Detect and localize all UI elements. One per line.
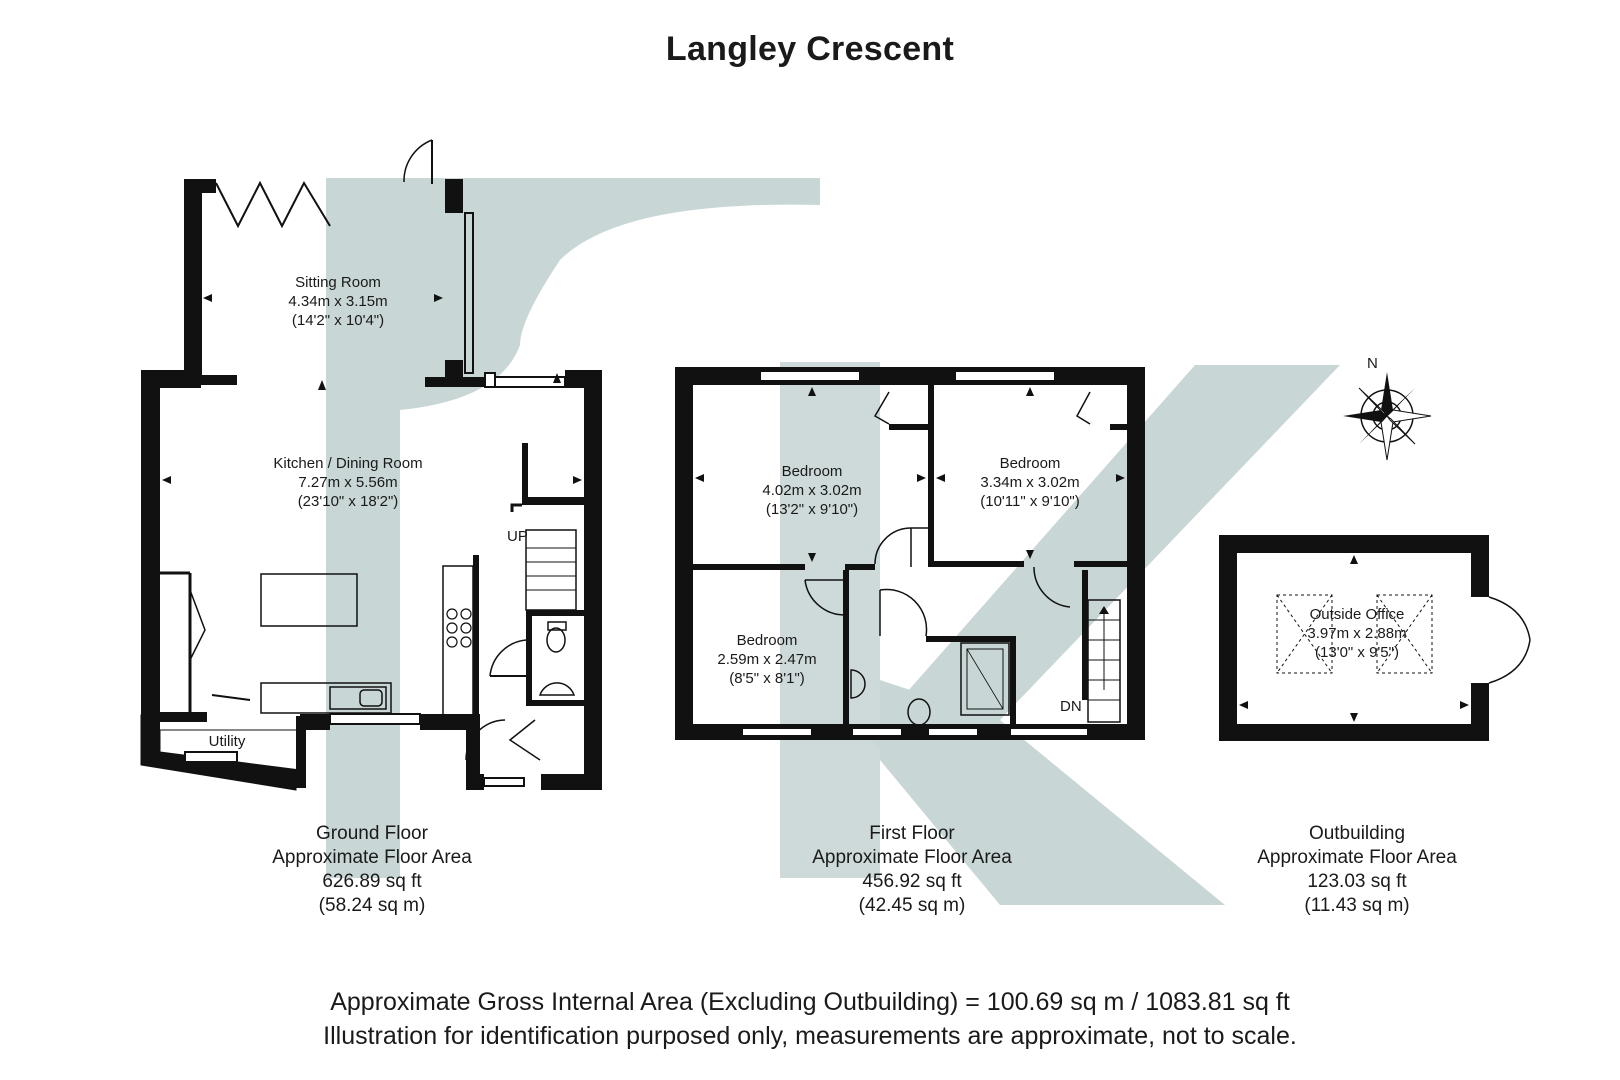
floor-area-label: Approximate Floor Area — [812, 847, 1012, 868]
room-imperial: (14'2" x 10'4") — [291, 312, 385, 329]
floor-area-sqm: (58.24 sq m) — [318, 895, 426, 916]
room-name: Utility — [208, 733, 246, 750]
room-imperial: (23'10" x 18'2") — [297, 493, 399, 510]
stairs-down-label: DN — [1060, 698, 1082, 715]
room-name: Bedroom — [999, 455, 1061, 472]
room-outside-office: Outside Office 3.97m x 2.88m (13'0" x 9'… — [1307, 605, 1406, 662]
floor-area-sqm: (42.45 sq m) — [858, 895, 966, 916]
room-bedroom-2: Bedroom 3.34m x 3.02m (10'11" x 9'10") — [980, 454, 1080, 511]
room-name: Sitting Room — [295, 274, 381, 291]
ground-floor-caption: Ground Floor Approximate Floor Area 626.… — [272, 822, 472, 918]
floor-area-sqft: 626.89 sq ft — [322, 871, 422, 892]
floor-name: Outbuilding — [1308, 823, 1406, 844]
room-metric: 2.59m x 2.47m — [717, 651, 817, 668]
outbuilding-plan — [1219, 535, 1531, 741]
floor-area-label: Approximate Floor Area — [1257, 847, 1457, 868]
compass-north-label: N — [1367, 355, 1378, 372]
stairs-up-label: UP — [507, 528, 528, 545]
room-metric: 3.34m x 3.02m — [980, 474, 1080, 491]
floor-area-label: Approximate Floor Area — [272, 847, 472, 868]
floor-name: Ground Floor — [316, 823, 428, 844]
room-metric: 4.02m x 3.02m — [762, 482, 862, 499]
compass-icon — [1343, 372, 1432, 461]
room-name: Bedroom — [736, 632, 798, 649]
room-bedroom-1: Bedroom 4.02m x 3.02m (13'2" x 9'10") — [762, 462, 861, 519]
first-floor-caption: First Floor Approximate Floor Area 456.9… — [812, 822, 1012, 918]
first-floor-plan — [675, 367, 1145, 740]
room-bedroom-3: Bedroom 2.59m x 2.47m (8'5" x 8'1") — [717, 631, 816, 688]
room-imperial: (10'11" x 9'10") — [980, 493, 1080, 510]
floor-area-sqm: (11.43 sq m) — [1304, 895, 1410, 916]
watermark-logo — [326, 178, 1340, 905]
room-name: Outside Office — [1309, 606, 1405, 623]
floor-area-sqft: 123.03 sq ft — [1307, 871, 1407, 892]
room-imperial: (13'2" x 9'10") — [765, 501, 859, 518]
room-utility: Utility — [209, 732, 246, 751]
page-title: Langley Crescent — [665, 30, 955, 68]
floor-name: First Floor — [869, 823, 955, 844]
room-imperial: (13'0" x 9'5") — [1315, 644, 1399, 661]
room-name: Kitchen / Dining Room — [273, 455, 423, 472]
room-metric: 4.34m x 3.15m — [288, 293, 388, 310]
floor-area-sqft: 456.92 sq ft — [862, 871, 962, 892]
room-metric: 3.97m x 2.88m — [1307, 625, 1407, 642]
outbuilding-caption: Outbuilding Approximate Floor Area 123.0… — [1257, 822, 1457, 918]
ground-floor-plan — [140, 139, 602, 791]
room-sitting: Sitting Room 4.34m x 3.15m (14'2" x 10'4… — [288, 273, 387, 330]
room-name: Bedroom — [781, 463, 843, 480]
disclaimer: Illustration for identification purposed… — [323, 1022, 1297, 1050]
room-metric: 7.27m x 5.56m — [298, 474, 398, 491]
room-imperial: (8'5" x 8'1") — [729, 670, 805, 687]
gross-internal-area: Approximate Gross Internal Area (Excludi… — [330, 988, 1290, 1016]
room-kitchen: Kitchen / Dining Room 7.27m x 5.56m (23'… — [273, 454, 422, 511]
